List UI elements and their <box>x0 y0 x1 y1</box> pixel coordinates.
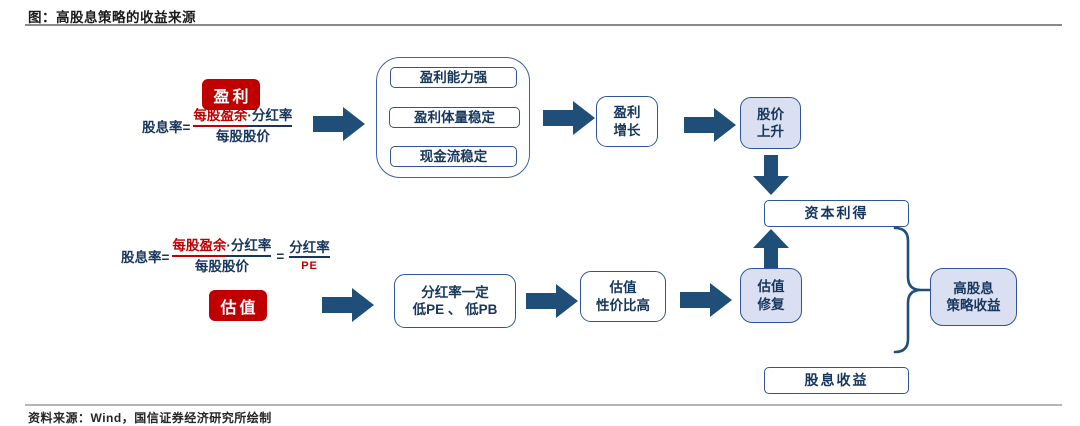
arrow-right-icon <box>543 101 595 135</box>
dividend-yield-formula-profit: 股息率= 每股盈余 ·分红率 每股股价 <box>142 108 295 145</box>
arrow-right-icon <box>322 288 374 322</box>
formula-price-term: 每股股价 <box>215 128 270 144</box>
valuation-repair-box: 估值 修复 <box>740 268 802 323</box>
arrow-right-icon <box>526 284 578 318</box>
valuation-badge: 估值 <box>209 290 267 321</box>
dividend-income-box: 股息收益 <box>764 367 909 394</box>
arrow-right-icon <box>313 107 365 141</box>
driver-earning-power: 盈利能力强 <box>390 67 517 88</box>
formula-price-term: 每股股价 <box>194 258 249 274</box>
arrow-right-icon <box>684 108 736 142</box>
figure-title: 图：高股息策略的收益来源 <box>28 10 196 25</box>
driver-earning-stability: 盈利体量稳定 <box>389 107 520 128</box>
brace-icon <box>893 226 933 354</box>
driver-cashflow-stability: 现金流稳定 <box>390 146 517 167</box>
formula-eps-term: 每股盈余 <box>172 238 227 257</box>
formula-lhs: 股息率= <box>142 120 191 136</box>
dividend-yield-formula-valuation: 股息率= 每股盈余 ·分红率 每股股价 = 分红率 PE <box>121 238 333 275</box>
top-divider <box>25 24 1062 26</box>
bottom-divider <box>25 404 1062 406</box>
profit-growth-box: 盈利 增长 <box>596 96 658 147</box>
valuation-value-for-money-box: 估值 性价比高 <box>580 271 666 322</box>
fraction: 每股盈余 ·分红率 每股股价 <box>193 108 293 145</box>
fraction-pe: 分红率 PE <box>289 240 330 274</box>
formula-payout-num: 分红率 <box>289 240 330 259</box>
formula-lhs: 股息率= <box>121 250 170 266</box>
high-dividend-strategy-return-box: 高股息 策略收益 <box>930 268 1017 326</box>
formula-pe-term: PE <box>301 260 318 273</box>
profit-drivers-group: 盈利能力强 盈利体量稳定 现金流稳定 <box>376 57 530 178</box>
arrow-down-icon <box>753 155 789 195</box>
payout-fixed-low-pe-pb-box: 分红率一定 低PE 、 低PB <box>394 274 516 328</box>
formula-payout-term: ·分红率 <box>247 108 293 127</box>
formula-payout-term: ·分红率 <box>226 238 272 257</box>
arrow-right-icon <box>680 283 732 317</box>
arrow-up-icon <box>753 229 789 268</box>
source-note: 资料来源：Wind，国信证券经济研究所绘制 <box>28 411 272 425</box>
profit-badge: 盈利 <box>202 79 260 110</box>
equals-sign: = <box>276 248 285 264</box>
capital-gain-box: 资本利得 <box>764 200 909 227</box>
fraction: 每股盈余 ·分红率 每股股价 <box>172 238 272 275</box>
price-up-box: 股价 上升 <box>740 97 801 149</box>
formula-eps-term: 每股盈余 <box>193 108 248 127</box>
